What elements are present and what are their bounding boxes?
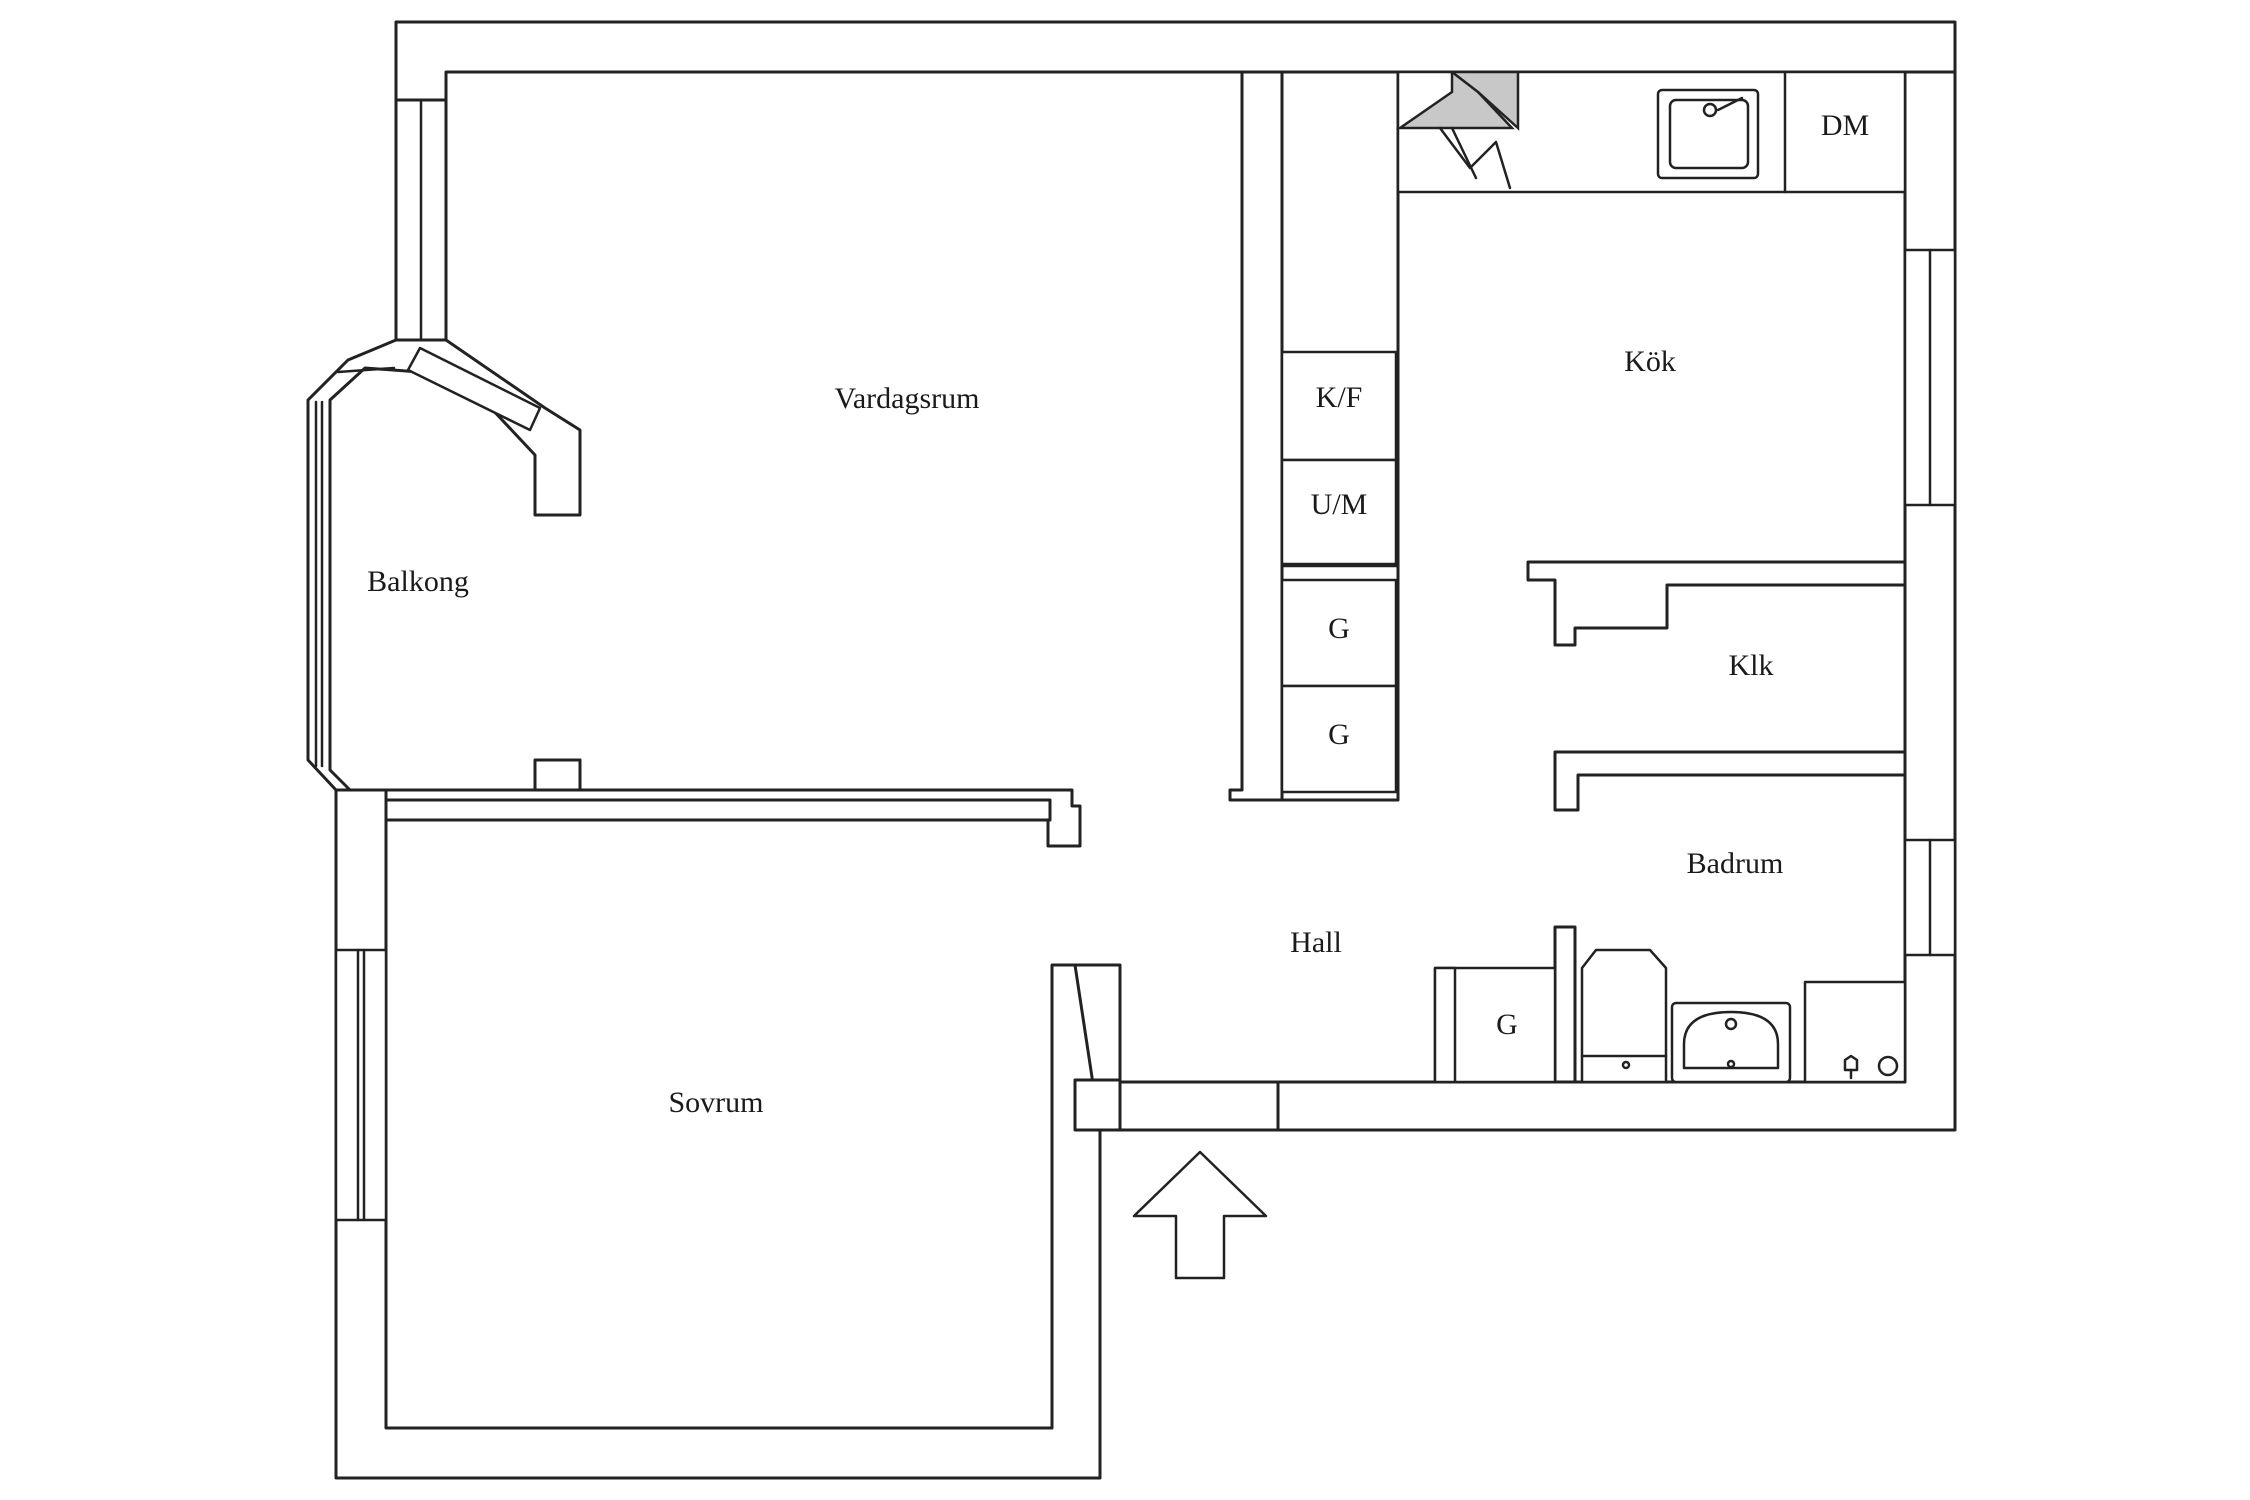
balcony: [306, 338, 582, 792]
oven-microwave-label: U/M: [1311, 488, 1368, 521]
room-label-badrum: Badrum: [1687, 847, 1784, 880]
room-label-balkong: Balkong: [367, 565, 469, 598]
kitchen-cabinets: K/F U/M G G: [1280, 350, 1398, 794]
hall-wardrobe: G: [1433, 966, 1557, 1084]
outer-walls: [334, 20, 1957, 1480]
toilet-icon: [1803, 980, 1907, 1084]
kitchen-counter: DM: [1395, 70, 1907, 194]
fridge-freezer-label: K/F: [1316, 381, 1363, 414]
room-label-vardagsrum: Vardagsrum: [835, 382, 980, 415]
room-labels: Vardagsrum Kök Balkong Klk Badrum Hall S…: [367, 345, 1783, 1119]
wardrobe-label-hall: G: [1496, 1008, 1518, 1041]
entrance-arrow-icon: [1132, 1150, 1268, 1280]
room-label-hall: Hall: [1290, 926, 1342, 959]
wash-basin-icon: [1670, 1001, 1792, 1084]
room-label-klk: Klk: [1729, 649, 1774, 682]
interior-walls: [384, 70, 1907, 1084]
wardrobe-label-1: G: [1328, 612, 1350, 645]
dishwasher-label: DM: [1821, 109, 1869, 142]
room-label-kok: Kök: [1624, 345, 1676, 378]
room-label-sovrum: Sovrum: [668, 1086, 763, 1119]
kitchen-sink-icon: [1656, 88, 1760, 180]
wardrobe-label-2: G: [1328, 718, 1350, 751]
bathroom-fixtures: [1580, 948, 1907, 1084]
